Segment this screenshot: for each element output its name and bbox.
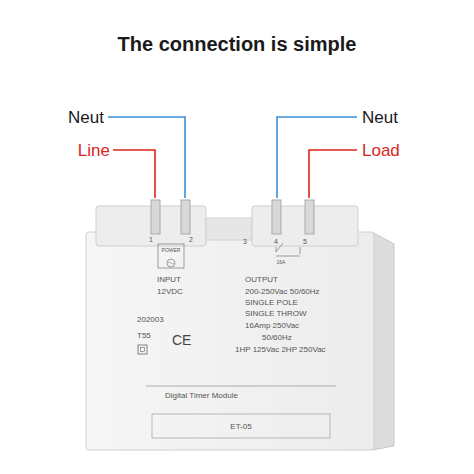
batch-code: 202003 [137, 316, 164, 324]
spec-text: 50/60Hz [262, 334, 292, 342]
ce-mark: CE [172, 333, 191, 347]
spec-text: 200-250Vac 50/60Hz [245, 288, 320, 296]
wire-label: Load [362, 142, 400, 159]
model-number: ET-05 [230, 423, 251, 431]
pin-number: 2 [189, 236, 193, 243]
spec-text: SINGLE POLE [245, 299, 298, 307]
neutral-wire [277, 117, 357, 198]
terminal-plates [151, 200, 314, 234]
load-wire [309, 150, 357, 198]
power-symbol-wave [168, 262, 174, 264]
module-body [86, 232, 374, 450]
divider-line [146, 386, 336, 387]
spec-text: 12VDC [157, 288, 183, 296]
insulation-symbol-inner [141, 348, 145, 352]
spec-text: 16Amp 250Vac [245, 322, 299, 330]
insulation-symbol [138, 345, 147, 354]
wire-label: Neut [362, 109, 398, 126]
spec-text: OUTPUT [245, 276, 278, 284]
pin-number: 5 [303, 238, 307, 245]
rating-label: 16A [277, 260, 286, 265]
pin-number: 4 [274, 238, 278, 245]
module-side [372, 232, 394, 450]
wire-label: Line [78, 142, 110, 159]
title: The connection is simple [118, 34, 357, 54]
product-name: Digital Timer Module [165, 392, 238, 400]
power-symbol [167, 259, 175, 267]
spec-text: SINGLE THROW [245, 310, 307, 318]
model-box [152, 414, 330, 438]
switch-symbol [276, 243, 300, 256]
spec-text: 1HP 125Vac 2HP 250Vac [235, 346, 326, 354]
wire-label: Neut [68, 109, 104, 126]
pin-number: 1 [149, 236, 153, 243]
temperature-code: T55 [137, 332, 151, 340]
spec-text: INPUT [157, 276, 181, 284]
pin-number: 3 [243, 238, 247, 245]
power-symbol-box [158, 244, 184, 268]
neutral-wire [108, 117, 185, 198]
terminal-label: POWER [162, 248, 181, 253]
line-wire [113, 150, 155, 198]
housing-bump [206, 218, 252, 240]
